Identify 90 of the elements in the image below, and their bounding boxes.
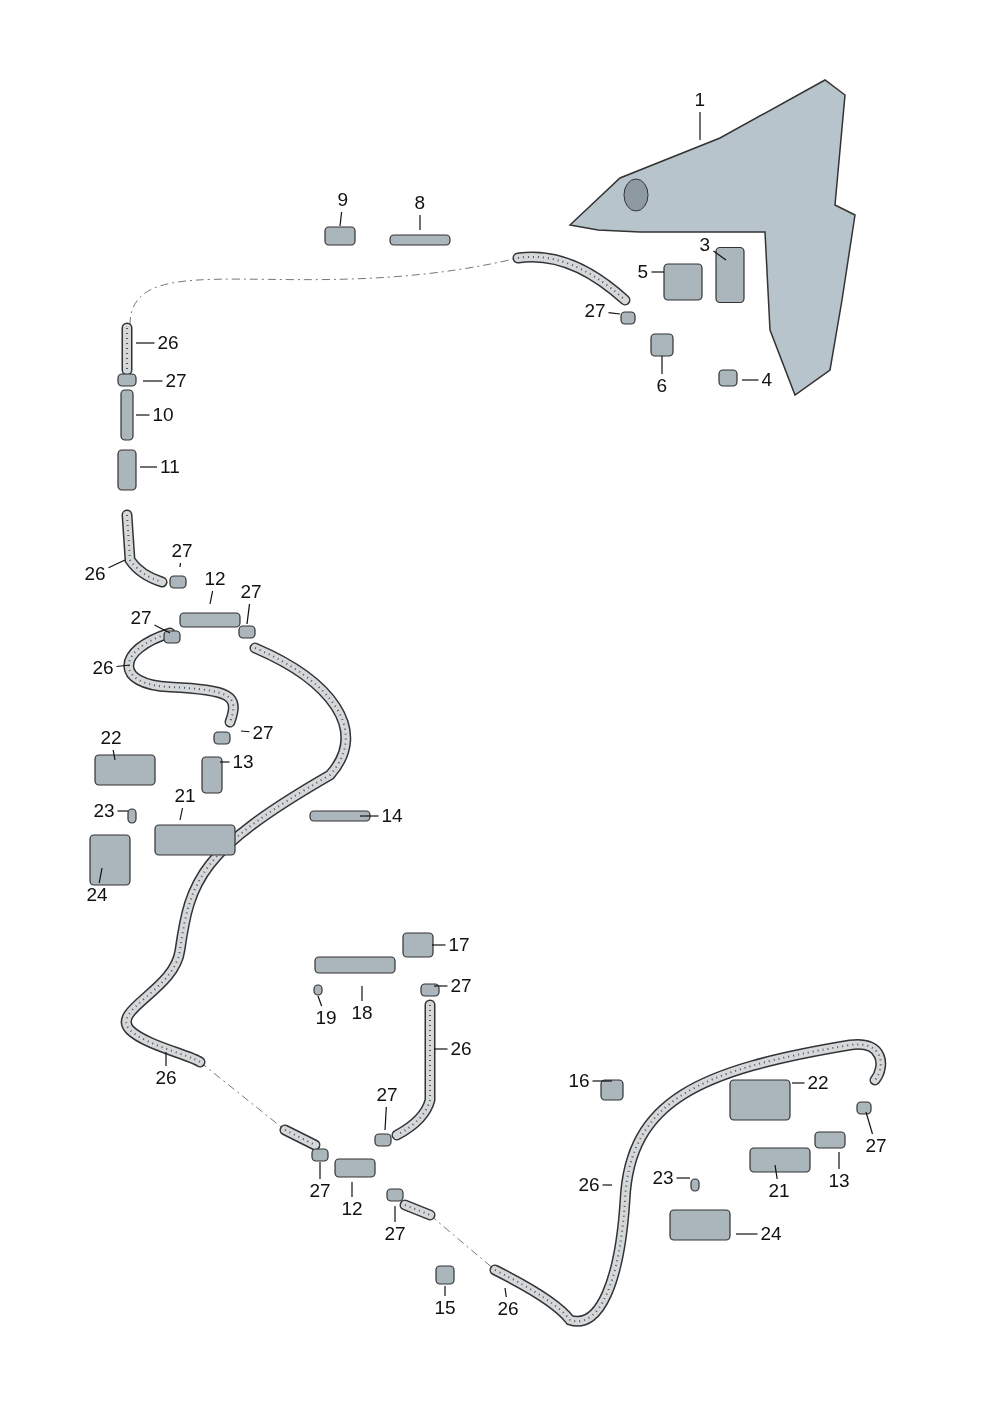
leader-line <box>675 1177 691 1179</box>
callout-number: 24 <box>760 1224 782 1244</box>
callout-number: 26 <box>497 1299 519 1319</box>
callout-number: 27 <box>376 1085 398 1105</box>
leader-line <box>139 466 158 468</box>
leader-line <box>791 1082 806 1084</box>
callout-number: 26 <box>84 564 106 584</box>
leader-line <box>741 379 760 381</box>
leader-line <box>339 211 343 227</box>
callout-number: 22 <box>100 728 122 748</box>
leader-line <box>699 111 701 141</box>
leader-line <box>774 1164 778 1180</box>
callout-number: 24 <box>86 885 108 905</box>
leader-line <box>246 603 251 625</box>
callout-number: 23 <box>652 1168 674 1188</box>
leader-line <box>116 810 129 812</box>
leader-line <box>433 1048 449 1050</box>
callout-number: 27 <box>865 1136 887 1156</box>
callout-number: 14 <box>381 806 403 826</box>
leader-line <box>650 271 665 273</box>
callout-number: 27 <box>450 976 472 996</box>
leader-line <box>209 590 214 605</box>
leader-line <box>319 1161 321 1180</box>
callout-number: 27 <box>584 301 606 321</box>
callout-number: 23 <box>93 801 115 821</box>
callout-number: 5 <box>637 262 649 282</box>
leader-line <box>591 1080 613 1082</box>
leader-line <box>179 562 182 568</box>
callout-number: 26 <box>92 658 114 678</box>
callout-number: 27 <box>252 723 274 743</box>
callout-number: 15 <box>434 1298 456 1318</box>
callout-number: 1 <box>694 90 706 110</box>
callout-number: 22 <box>807 1073 829 1093</box>
leader-line <box>317 995 323 1007</box>
leader-line <box>135 342 156 344</box>
callout-number: 4 <box>761 370 773 390</box>
leader-line <box>351 1181 353 1198</box>
callout-number: 8 <box>414 193 426 213</box>
leader-line <box>735 1233 759 1235</box>
callout-number: 26 <box>578 1175 600 1195</box>
callout-number: 27 <box>309 1181 331 1201</box>
leader-line <box>359 815 380 817</box>
leader-line <box>153 624 171 634</box>
leader-line <box>661 355 663 375</box>
callout-number: 27 <box>130 608 152 628</box>
leader-line <box>98 867 103 884</box>
leader-line <box>431 944 447 946</box>
callout-number: 21 <box>768 1181 790 1201</box>
leader-line <box>504 1287 507 1298</box>
callout-number: 11 <box>160 457 180 477</box>
leader-line <box>219 761 231 763</box>
callout-number: 9 <box>337 190 349 210</box>
leader-line <box>135 414 151 416</box>
callout-number: 19 <box>315 1008 337 1028</box>
callout-number: 27 <box>165 371 187 391</box>
leader-line <box>838 1151 840 1170</box>
leader-line <box>361 985 363 1002</box>
leader-line <box>394 1205 396 1223</box>
callout-number: 17 <box>448 935 470 955</box>
callout-number: 12 <box>341 1199 363 1219</box>
leader-line <box>419 214 421 231</box>
leader-line <box>444 1285 446 1297</box>
leader-line <box>607 312 621 315</box>
callout-number: 12 <box>204 569 226 589</box>
callout-number: 16 <box>568 1071 590 1091</box>
callout-number: 27 <box>171 541 193 561</box>
leader-line <box>112 749 116 761</box>
callout-number: 21 <box>174 786 196 806</box>
leader-line <box>107 559 126 569</box>
leader-line <box>240 730 251 733</box>
leader-line <box>433 985 449 987</box>
callout-number: 13 <box>828 1171 850 1191</box>
leader-line <box>384 1106 387 1131</box>
leader-line <box>601 1184 613 1186</box>
leader-line <box>142 380 164 382</box>
callout-number: 26 <box>157 333 179 353</box>
leader-line <box>179 807 184 821</box>
leader-line <box>712 250 727 261</box>
callout-number: 6 <box>656 376 668 396</box>
leader-line <box>865 1111 874 1135</box>
callout-number: 27 <box>384 1224 406 1244</box>
callout-number: 27 <box>240 582 262 602</box>
callout-number: 13 <box>232 752 254 772</box>
leader-line <box>165 1051 167 1067</box>
leader-line <box>115 664 131 668</box>
callout-number: 26 <box>155 1068 177 1088</box>
callout-number: 26 <box>450 1039 472 1059</box>
callout-number: 3 <box>699 235 711 255</box>
callout-number: 10 <box>152 405 174 425</box>
callout-number: 18 <box>351 1003 373 1023</box>
